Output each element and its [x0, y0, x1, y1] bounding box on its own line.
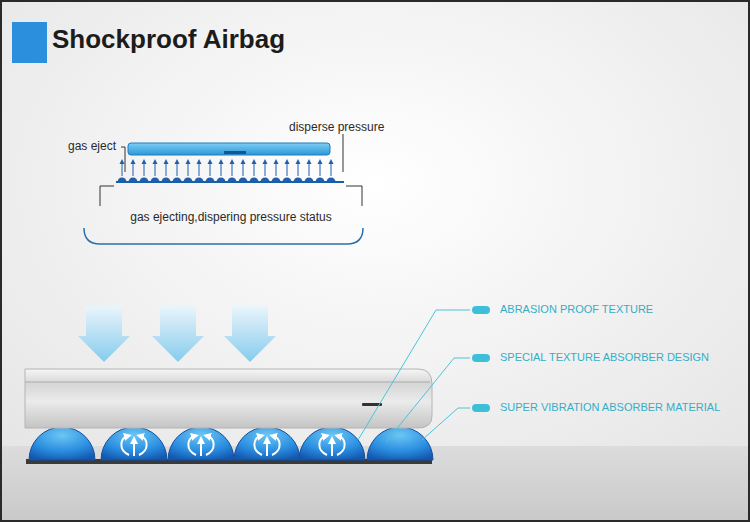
leader-line [358, 310, 470, 440]
mini-arrowhead [219, 159, 224, 164]
bracket-line [346, 186, 362, 206]
leader-line [343, 134, 344, 172]
air-flow-arrow [133, 440, 135, 456]
mini-base [116, 181, 344, 183]
air-flow-arrow [331, 440, 333, 456]
air-flow-arrow [200, 440, 202, 456]
airbag-dome [101, 427, 167, 460]
callout-marker [472, 306, 490, 314]
air-flow-arrow [266, 440, 268, 456]
mini-arrowhead [120, 159, 125, 164]
laptop-lid-edge [25, 382, 430, 383]
mini-arrowhead [131, 159, 136, 164]
air-flow-arrow [272, 436, 280, 455]
air-flow-arrow [206, 436, 214, 455]
pressure-arrow [78, 306, 130, 362]
mini-arrowhead [296, 159, 301, 164]
callout-label: SPECIAL TEXTURE ABSORBER DESIGN [500, 351, 709, 364]
mini-arrowhead [164, 159, 169, 164]
mini-arrowhead [208, 159, 213, 164]
mini-laptop-notch [224, 151, 246, 154]
annotation-label: disperse pressure [289, 120, 384, 134]
air-flow-arrow [337, 436, 345, 455]
callout-marker [472, 404, 490, 412]
mini-arrowhead [318, 159, 323, 164]
callout-label: ABRASION PROOF TEXTURE [500, 303, 653, 316]
leader-line [121, 147, 125, 172]
callout-label: SUPER VIBRATION ABSORBER MATERIAL [500, 401, 720, 414]
mini-arrowhead [285, 159, 290, 164]
mini-arrowhead [274, 159, 279, 164]
airbag-dome [299, 427, 365, 460]
mini-arrowhead [307, 159, 312, 164]
mini-arrowhead [153, 159, 158, 164]
mini-arrowhead [186, 159, 191, 164]
callout-marker [472, 354, 490, 362]
air-flow-arrow [139, 436, 147, 455]
mini-arrowhead [197, 159, 202, 164]
air-flow-arrow [319, 436, 327, 455]
bracket-line [100, 186, 114, 206]
mini-arrowhead [175, 159, 180, 164]
mini-laptop [128, 143, 330, 155]
air-flow-arrow [188, 436, 196, 455]
diagram-title: Shockproof Airbag [52, 24, 285, 54]
air-flow-arrow [121, 436, 129, 455]
mini-arrowhead [329, 159, 334, 164]
leader-line [386, 358, 470, 442]
pressure-arrow [224, 306, 276, 362]
airbag-dome [168, 427, 234, 460]
status-caption: gas ejecting,dispering pressure status [130, 210, 331, 224]
title-square [12, 22, 47, 63]
mini-arrowhead [230, 159, 235, 164]
mini-airbags [118, 159, 336, 182]
airbag-dome [367, 427, 433, 460]
airbag-dome [234, 427, 300, 460]
pressure-arrow [152, 306, 204, 362]
air-flow-arrow [254, 436, 262, 455]
mini-arrowhead [252, 159, 257, 164]
leader-line [422, 408, 470, 440]
annotation-label: gas eject [68, 139, 116, 153]
airbag-domes [29, 427, 433, 460]
mini-arrowhead [142, 159, 147, 164]
airbag-dome [29, 427, 95, 460]
mini-arrowhead [241, 159, 246, 164]
curly-bracket [84, 228, 363, 244]
mini-arrowhead [263, 159, 268, 164]
